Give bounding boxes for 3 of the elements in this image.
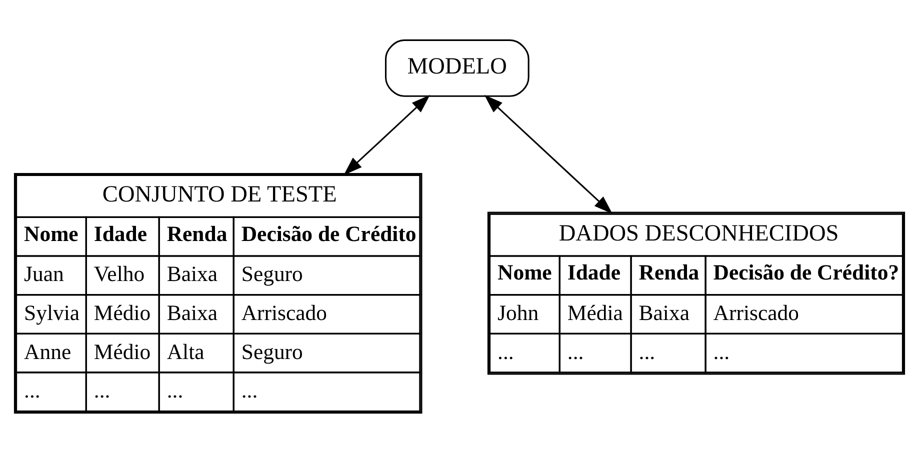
node-box: MODELO — [384, 39, 530, 97]
arrow — [484, 94, 612, 214]
arrow — [344, 94, 430, 176]
